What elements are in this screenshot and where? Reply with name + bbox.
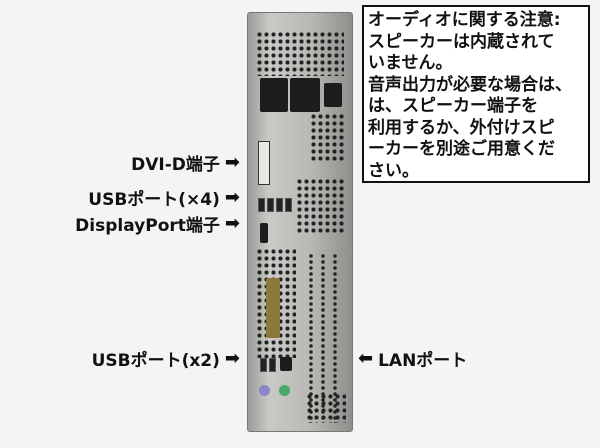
arrow-right-icon: ➡	[224, 152, 240, 173]
notice-line: 音声出力が必要な場合は、	[368, 74, 572, 95]
lan-label-text: LANポート	[378, 351, 468, 371]
ps2-mouse-port	[279, 385, 290, 396]
lan-label: ⬅ LANポート	[358, 346, 467, 371]
notice-line: スピーカーは内蔵されて	[368, 31, 555, 52]
power-outlet	[290, 78, 320, 112]
notice-line: 利用するか、外付けスピ	[368, 117, 555, 138]
ps2-keyboard-port	[259, 385, 270, 396]
usb2-label: USBポート(x2) ➡	[92, 346, 240, 371]
notice-line: いません。	[368, 53, 453, 73]
pc-case-rear	[247, 12, 353, 432]
dvi-label: DVI-D端子 ➡	[131, 150, 240, 175]
displayport-label-text: DisplayPort端子	[75, 216, 220, 236]
arrow-right-icon: ➡	[224, 213, 240, 234]
side-vent	[310, 113, 346, 163]
notice-line: さい。	[368, 160, 419, 181]
expansion-slot	[332, 253, 338, 423]
audio-notice-box: オーディオに関する注意: スピーカーは内蔵されて いません。 音声出力が必要な場…	[362, 5, 590, 183]
expansion-slot	[308, 253, 314, 423]
usb4-label-text: USBポート(×4)	[88, 190, 220, 210]
lan-port	[280, 357, 292, 371]
usb-port	[285, 198, 292, 212]
usb-port	[260, 358, 267, 372]
power-inlet	[260, 78, 288, 112]
usb2-label-text: USBポート(x2)	[91, 351, 220, 371]
notice-line: オーディオに関する注意:	[368, 10, 561, 30]
dvi-label-text: DVI-D端子	[131, 155, 220, 175]
dvi-port	[258, 141, 270, 185]
arrow-right-icon: ➡	[224, 348, 240, 369]
notice-line: ーカーを別途ご用意くだ	[368, 139, 555, 159]
serial-port	[266, 278, 280, 338]
usb-port	[258, 198, 265, 212]
arrow-right-icon: ➡	[224, 187, 240, 208]
displayport-port	[260, 223, 268, 243]
top-vent	[256, 31, 344, 76]
usb-port	[267, 198, 274, 212]
bottom-vent	[306, 393, 346, 423]
usb4-label: USBポート(×4) ➡	[88, 185, 240, 210]
usb-port	[276, 198, 283, 212]
notice-line: は、スピーカー端子を	[368, 96, 538, 116]
expansion-slot	[320, 253, 326, 423]
power-switch	[324, 83, 342, 107]
displayport-label: DisplayPort端子 ➡	[75, 211, 240, 236]
mid-vent	[296, 178, 344, 233]
usb-port	[269, 358, 276, 372]
arrow-left-icon: ⬅	[358, 348, 374, 369]
